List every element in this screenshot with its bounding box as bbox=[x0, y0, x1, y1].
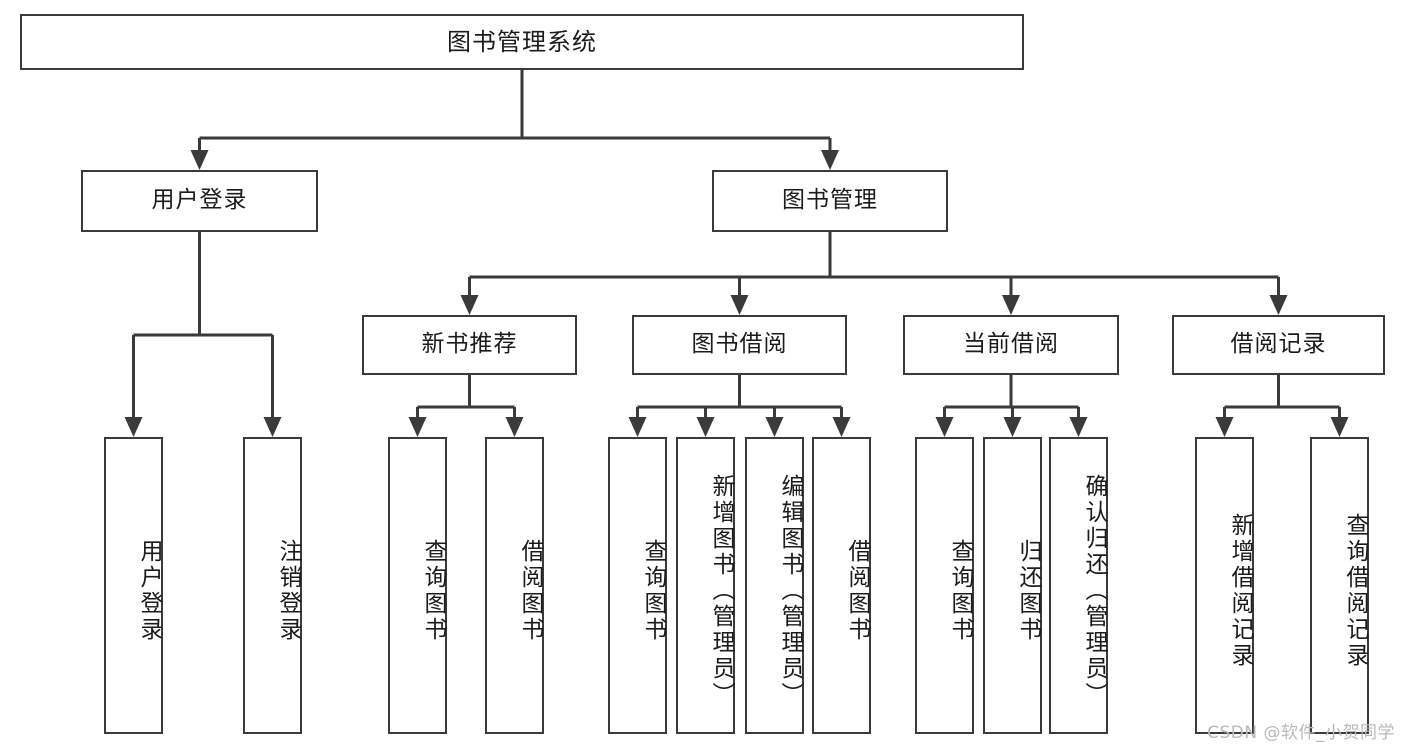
node-label: 图书管理 bbox=[782, 187, 878, 214]
node-leaf-add-record[interactable]: 新增借阅记录 bbox=[1195, 437, 1254, 734]
node-label: 借阅记录 bbox=[1230, 331, 1327, 358]
arrowhead-icon bbox=[1269, 295, 1288, 315]
arrowhead-icon bbox=[832, 417, 851, 437]
node-label: 当前借阅 bbox=[963, 331, 1059, 358]
node-leaf-user-login[interactable]: 用户登录 bbox=[104, 437, 163, 734]
node-book-management[interactable]: 图书管理 bbox=[712, 170, 948, 232]
arrowhead-icon bbox=[730, 295, 749, 315]
node-label: 查询图书 bbox=[947, 538, 973, 643]
arrowhead-icon bbox=[263, 417, 282, 437]
node-root-图书管理系统[interactable]: 图书管理系统 bbox=[20, 14, 1024, 70]
node-leaf-query-record[interactable]: 查询借阅记录 bbox=[1310, 437, 1369, 734]
node-label: 新增借阅记录 bbox=[1227, 512, 1253, 669]
node-leaf-borrow-book-2[interactable]: 借阅图书 bbox=[812, 437, 871, 734]
arrowhead-icon bbox=[935, 417, 954, 437]
arrowhead-icon bbox=[1003, 417, 1022, 437]
node-label: 新书推荐 bbox=[421, 331, 518, 358]
arrowhead-icon bbox=[1330, 417, 1349, 437]
node-label: 用户登录 bbox=[136, 538, 162, 643]
node-label: 新增图书（管理员） bbox=[708, 473, 734, 708]
arrowhead-icon bbox=[628, 417, 647, 437]
node-leaf-query-book-3[interactable]: 查询图书 bbox=[915, 437, 974, 734]
node-label: 归还图书 bbox=[1015, 538, 1041, 643]
node-leaf-return-book[interactable]: 归还图书 bbox=[983, 437, 1042, 734]
node-label: 借阅图书 bbox=[844, 538, 870, 643]
arrowhead-icon bbox=[505, 417, 524, 437]
node-new-book-recommend[interactable]: 新书推荐 bbox=[362, 315, 577, 375]
node-leaf-edit-book[interactable]: 编辑图书（管理员） bbox=[745, 437, 804, 734]
arrowhead-icon bbox=[124, 417, 143, 437]
arrowhead-icon bbox=[1069, 417, 1088, 437]
node-label: 借阅图书 bbox=[517, 538, 543, 643]
node-label: 图书借阅 bbox=[691, 331, 788, 358]
arrowhead-icon bbox=[408, 417, 427, 437]
arrowhead-icon bbox=[696, 417, 715, 437]
node-label: 查询借阅记录 bbox=[1342, 512, 1368, 669]
node-label: 注销登录 bbox=[275, 538, 301, 643]
arrowhead-icon bbox=[821, 150, 839, 170]
node-leaf-confirm-return[interactable]: 确认归还（管理员） bbox=[1049, 437, 1108, 734]
node-label: 图书管理系统 bbox=[447, 27, 597, 56]
node-book-borrow[interactable]: 图书借阅 bbox=[632, 315, 847, 375]
node-leaf-query-book-2[interactable]: 查询图书 bbox=[608, 437, 667, 734]
node-leaf-borrow-book-1[interactable]: 借阅图书 bbox=[485, 437, 544, 734]
node-label: 用户登录 bbox=[151, 187, 248, 214]
node-borrow-records[interactable]: 借阅记录 bbox=[1172, 315, 1385, 375]
arrowhead-icon bbox=[190, 150, 209, 170]
arrowhead-icon bbox=[1002, 295, 1020, 315]
node-leaf-add-book[interactable]: 新增图书（管理员） bbox=[676, 437, 735, 734]
arrowhead-icon bbox=[765, 417, 784, 437]
arrowhead-icon bbox=[460, 295, 479, 315]
node-label: 确认归还（管理员） bbox=[1081, 473, 1107, 708]
node-label: 查询图书 bbox=[640, 538, 666, 643]
arrowhead-icon bbox=[1215, 417, 1234, 437]
node-label: 查询图书 bbox=[420, 538, 446, 643]
node-label: 编辑图书（管理员） bbox=[777, 473, 803, 708]
node-user-login[interactable]: 用户登录 bbox=[81, 170, 318, 232]
node-current-borrow[interactable]: 当前借阅 bbox=[903, 315, 1119, 375]
node-leaf-logout[interactable]: 注销登录 bbox=[243, 437, 302, 734]
node-leaf-query-book-1[interactable]: 查询图书 bbox=[388, 437, 447, 734]
